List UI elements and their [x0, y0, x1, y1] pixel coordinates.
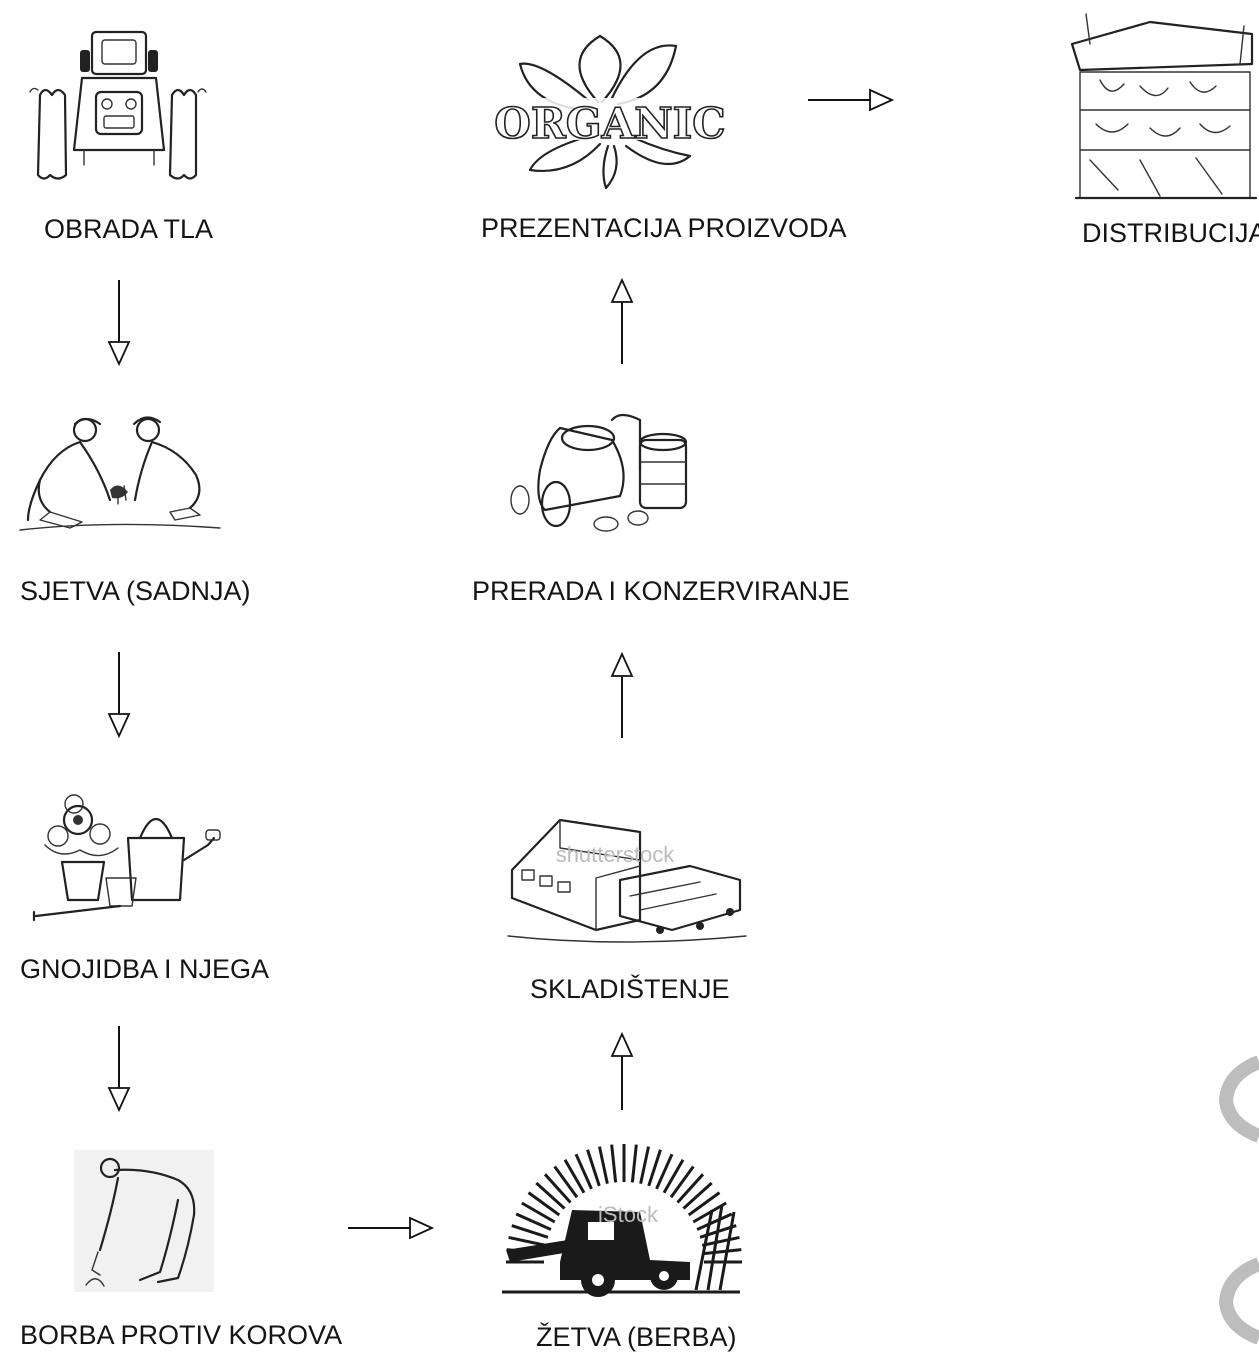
- watering-can-icon: [32, 794, 221, 922]
- arrow-obrada-to-sjetva: [107, 280, 131, 367]
- label-gnojidba: GNOJIDBA I NJEGA: [20, 954, 269, 984]
- arrow-prerada-to-prezentacija: [610, 277, 634, 364]
- tractor-icon: [29, 30, 207, 180]
- label-distribucija: DISTRIBUCIJA: [1082, 218, 1259, 248]
- label-zetva: ŽETVA (BERBA): [536, 1321, 737, 1352]
- arrow-gnojidba-to-borba: [107, 1026, 131, 1113]
- arrow-prezentacija-to-distribucija: [808, 88, 895, 112]
- label-prezentacija: PREZENTACIJA PROIZVODA: [481, 213, 847, 243]
- label-skladistenje: SKLADIŠTENJE: [530, 973, 730, 1004]
- label-prerada: PRERADA I KONZERVIRANJE: [472, 576, 850, 606]
- combine-harvester-icon: iStock: [502, 1144, 742, 1297]
- warehouse-icon: shutterstock: [507, 818, 747, 943]
- arrow-skladistenje-to-prerada: [610, 651, 634, 738]
- warehouse-watermark: shutterstock: [556, 842, 676, 867]
- label-sjetva: SJETVA (SADNJA): [20, 576, 251, 606]
- arrow-zetva-to-skladistenje: [610, 1031, 634, 1110]
- organic-word: ORGANIC: [494, 99, 725, 148]
- label-borba: BORBA PROTIV KOROVA: [20, 1320, 342, 1350]
- label-obrada-tla: OBRADA TLA: [44, 214, 213, 244]
- weeding-person-icon: [74, 1150, 214, 1292]
- harvest-watermark: iStock: [598, 1202, 659, 1227]
- planting-people-icon: [19, 416, 221, 531]
- arrow-sjetva-to-gnojidba: [107, 652, 131, 739]
- edge-decoration: [1218, 1055, 1259, 1345]
- market-stall-icon: [1070, 13, 1258, 200]
- arrow-borba-to-zetva: [348, 1216, 435, 1240]
- organic-logo-icon: ORGANIC: [493, 34, 727, 190]
- tin-cans-icon: [510, 413, 688, 532]
